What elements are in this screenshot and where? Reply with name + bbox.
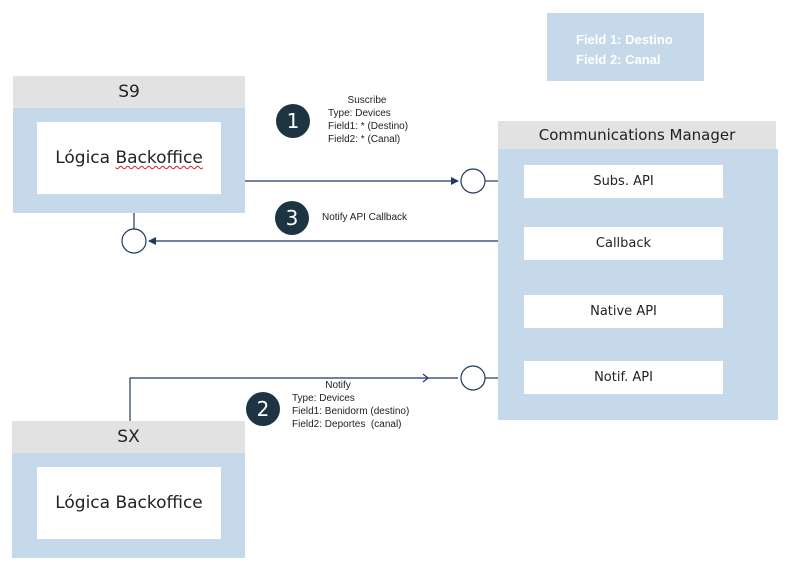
- s9-logic-prefix: Lógica: [55, 148, 116, 168]
- sx-title: SX: [117, 427, 140, 447]
- notif-api-socket: [460, 365, 486, 391]
- step-2-line-4: Field2: Deportes (canal): [292, 419, 402, 430]
- s9-logic-box: Lógica Backoffice: [37, 122, 221, 194]
- step-2-line-3: Field1: Benidorm (destino): [292, 406, 410, 417]
- sx-logic-box: Lógica Backoffice: [37, 467, 221, 539]
- step-2-note: Notify Type: Devices Field1: Benidorm (d…: [292, 379, 409, 431]
- step-2-line-2: Type: Devices: [292, 393, 355, 404]
- subs-api-label: Subs. API: [593, 174, 654, 189]
- cm-header: Communications Manager: [498, 121, 776, 149]
- step-3-note: Notify API Callback: [322, 211, 407, 224]
- step-1-line-4: Field2: * (Canal): [328, 134, 401, 145]
- step-3-number: 3: [285, 206, 299, 230]
- subs-api-socket: [460, 168, 486, 194]
- step-2-number: 2: [256, 397, 270, 421]
- s9-callback-socket: [121, 228, 147, 254]
- step-1-number: 1: [286, 109, 300, 133]
- legend-line-2: Field 2: Canal: [576, 52, 661, 67]
- notify-arrow: [129, 377, 458, 421]
- step-1-line-3: Field1: * (Destino): [328, 121, 409, 132]
- callback-box: Callback: [524, 227, 723, 260]
- step-1-line-1: Suscribe: [347, 95, 387, 106]
- step-3-line-1: Notify API Callback: [322, 212, 408, 223]
- step-1-note: Suscribe Type: Devices Field1: * (Destin…: [328, 94, 408, 146]
- legend-line-1: Field 1: Destino: [576, 32, 673, 47]
- s9-logic-word: Backoffice: [115, 148, 203, 168]
- sx-header: SX: [12, 421, 245, 453]
- step-3-badge: 3: [275, 201, 309, 235]
- s9-title: S9: [118, 82, 140, 102]
- step-2-line-1: Notify: [325, 380, 351, 391]
- s9-header: S9: [13, 76, 245, 108]
- callback-label: Callback: [595, 236, 652, 251]
- subs-api-box: Subs. API: [524, 165, 723, 198]
- step-1-line-2: Type: Devices: [328, 108, 391, 119]
- legend-box: Field 1: Destino Field 2: Canal: [547, 13, 704, 81]
- notify-arrow-chevron: [422, 373, 429, 383]
- native-api-label: Native API: [590, 304, 657, 319]
- notif-api-box: Notif. API: [524, 361, 723, 394]
- step-1-badge: 1: [276, 104, 310, 138]
- native-api-box: Native API: [524, 295, 723, 328]
- sx-logic-label: Lógica Backoffice: [55, 493, 203, 513]
- step-2-badge: 2: [246, 392, 280, 426]
- notif-api-label: Notif. API: [594, 370, 653, 385]
- cm-title: Communications Manager: [538, 126, 736, 144]
